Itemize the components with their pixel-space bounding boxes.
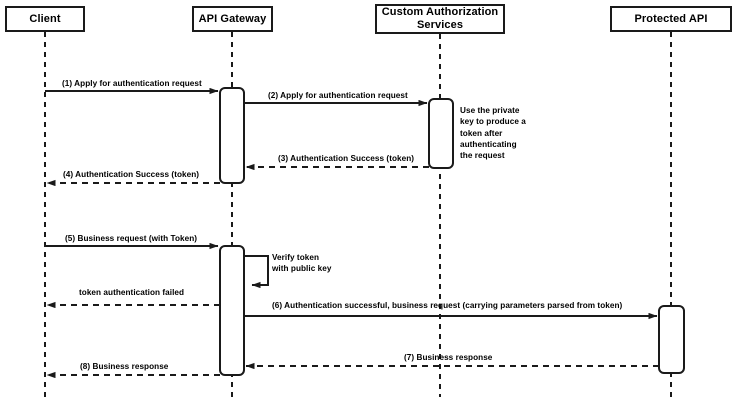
actor-box-client[interactable]: Client [5,6,85,32]
message-label-3: (3) Authentication Success (token) [278,154,415,163]
message-label-2: (2) Apply for authentication request [268,91,408,100]
actor-box-authsvc[interactable]: Custom Authorization Services [375,4,505,34]
note-authsvc-private-key: Use the private key to produce a token a… [460,105,526,162]
actor-label-protapi: Protected API [634,12,708,25]
self-message-label-line-2: with public key [272,264,332,274]
message-label-4: (4) Authentication Success (token) [63,170,200,179]
actor-label-authsvc: Custom Authorization Services [381,6,499,31]
note-line-2: key to produce a [460,117,526,127]
message-label-1: (1) Apply for authentication request [62,79,202,88]
note-line-3: token after [460,128,503,138]
self-message-label-line-1: Verify token [272,253,320,262]
activation-authsvc-1 [428,98,454,169]
activation-bars-group [219,87,685,376]
self-message-label-verify-token: Verify token with public key [272,252,331,275]
activation-protapi-1 [658,305,685,374]
self-message-verify-token [244,255,269,289]
message-label-7: (7) Business response [404,353,493,362]
note-line-1: Use the private [460,106,520,115]
message-label-6: (6) Authentication successful, business … [272,301,623,310]
note-line-4: authenticating [460,139,517,149]
actor-box-gateway[interactable]: API Gateway [192,6,273,32]
note-line-5: the request [460,151,505,161]
actor-box-protapi[interactable]: Protected API [610,6,732,32]
actor-label-gateway: API Gateway [198,12,267,25]
message-label-8: (8) Business response [80,362,169,371]
activation-gateway-2 [219,245,245,376]
message-label-token-failed: token authentication failed [79,288,185,297]
actor-label-client: Client [29,12,61,25]
message-label-5: (5) Business request (with Token) [65,234,198,243]
activation-gateway-1 [219,87,245,184]
self-message-loop-path [244,255,269,289]
message-arrows-group [45,87,659,379]
